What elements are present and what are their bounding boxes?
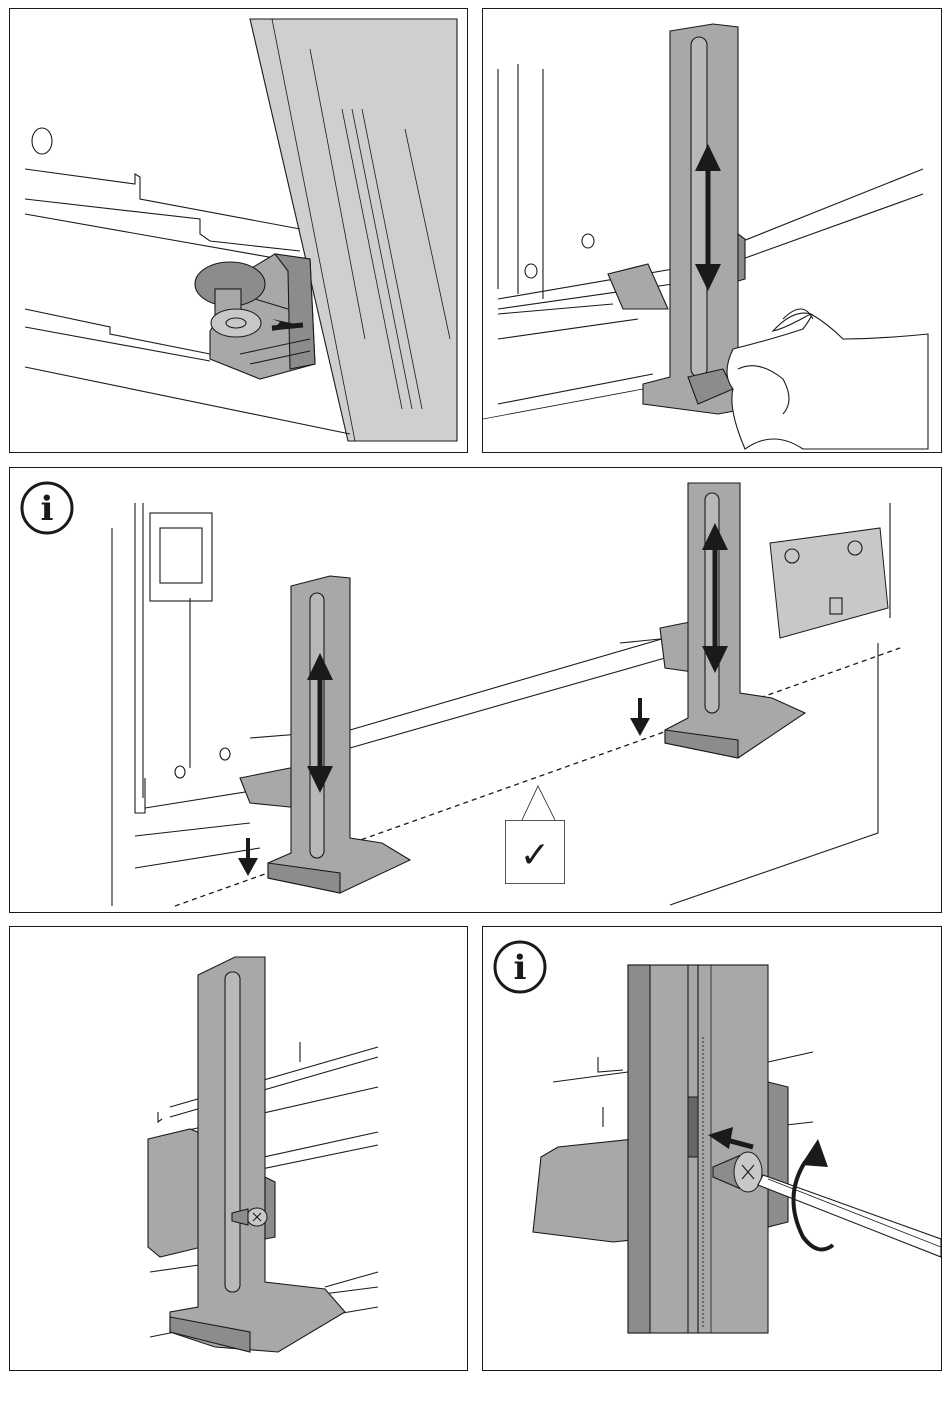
step-panel-2 xyxy=(482,8,942,453)
left-down-arrow-icon xyxy=(238,838,258,876)
right-down-arrow-icon xyxy=(630,698,650,736)
adjustment-slot xyxy=(225,972,240,1292)
svg-text:i: i xyxy=(41,489,54,529)
hand-icon xyxy=(727,313,928,449)
adjuster-cap xyxy=(211,309,261,337)
step-panel-3: i xyxy=(9,467,942,913)
info-icon: i xyxy=(22,483,72,533)
info-icon: i xyxy=(495,942,545,992)
right-hinge-bracket xyxy=(770,528,888,638)
svg-text:✓: ✓ xyxy=(520,835,550,876)
step-panel-4 xyxy=(9,926,468,1371)
foot-clip xyxy=(738,234,745,281)
rear-bracket xyxy=(768,1082,788,1227)
step-panel-1 xyxy=(9,8,468,453)
appliance-side-panel xyxy=(250,19,457,441)
foot-clip xyxy=(265,1177,275,1239)
check-callout: ✓ xyxy=(505,820,565,884)
step-panel-5: i xyxy=(482,926,942,1371)
adjustment-slot xyxy=(691,37,707,377)
checkmark-icon: ✓ xyxy=(506,821,564,883)
cabinet-hole xyxy=(32,128,52,154)
svg-text:i: i xyxy=(514,948,527,988)
